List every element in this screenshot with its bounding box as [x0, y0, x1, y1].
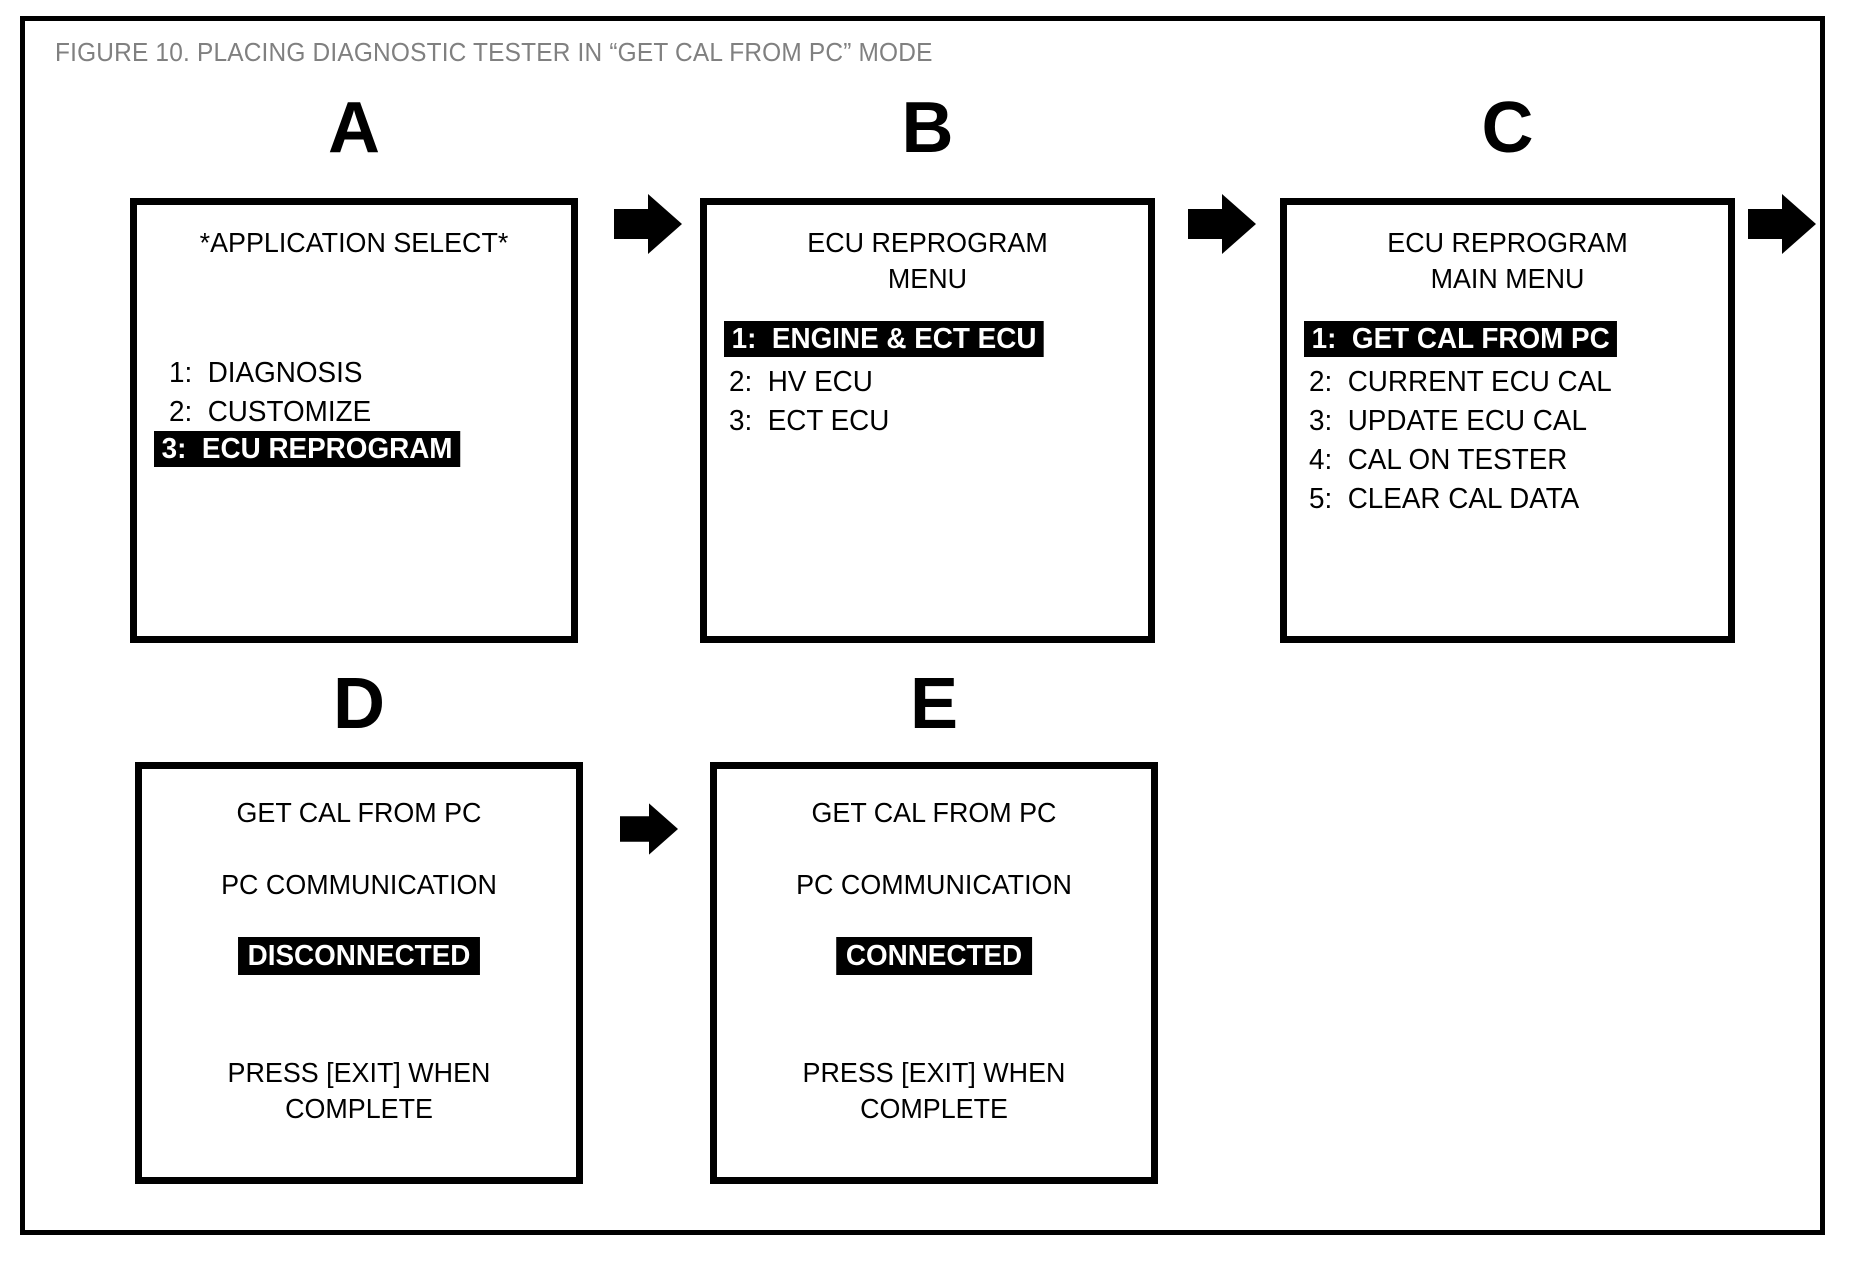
panel-a-header-line-1: *APPLICATION SELECT* — [199, 227, 509, 258]
panel-a-item-1[interactable]: 1: DIAGNOSIS — [169, 357, 362, 390]
panel-c-item-1-number: 1: — [1311, 322, 1337, 355]
panel-c-item-2[interactable]: 2: CURRENT ECU CAL — [1309, 366, 1612, 399]
panel-c-item-5-label: CLEAR CAL DATA — [1347, 483, 1580, 515]
panel-e-header-line-1: GET CAL FROM PC — [811, 797, 1057, 828]
panel-d-header-line-1: GET CAL FROM PC — [236, 797, 482, 828]
panel-b-item-1-number: 1: — [731, 322, 757, 355]
panel-a-item-1-number: 1: — [169, 357, 193, 389]
panel-letter-a: A — [328, 88, 380, 168]
panel-b-item-3-label: ECT ECU — [767, 405, 890, 437]
panel-letter-d: D — [333, 664, 385, 744]
panel-c-header-line-2: MAIN MENU — [1430, 263, 1585, 294]
panel-c-header-line-1: ECU REPROGRAM — [1387, 227, 1628, 258]
screen-panel-c: ECU REPROGRAM MAIN MENU 1: GET CAL FROM … — [1280, 198, 1735, 643]
arrow-b-to-c — [1188, 190, 1256, 258]
panel-c-item-3-number: 3: — [1309, 405, 1333, 437]
panel-c-item-5[interactable]: 5: CLEAR CAL DATA — [1309, 483, 1579, 516]
panel-d-status-label: PC COMMUNICATION — [221, 869, 497, 900]
panel-d-footer-line-2: COMPLETE — [285, 1093, 433, 1124]
panel-e-footer-line-2: COMPLETE — [860, 1093, 1008, 1124]
panel-a-item-2-number: 2: — [169, 396, 193, 428]
panel-e-status-value: CONNECTED — [845, 939, 1023, 972]
panel-c-item-1-label: GET CAL FROM PC — [1351, 322, 1610, 355]
panel-c-item-2-label: CURRENT ECU CAL — [1347, 366, 1612, 398]
panel-e-footer-line-1: PRESS [EXIT] WHEN — [802, 1057, 1066, 1088]
panel-a-item-3-label: ECU REPROGRAM — [201, 432, 453, 465]
panel-c-item-3-label: UPDATE ECU CAL — [1347, 405, 1587, 437]
panel-a-item-2-label: CUSTOMIZE — [207, 396, 372, 428]
panel-b-item-3-number: 3: — [729, 405, 753, 437]
panel-d-status-badge: DISCONNECTED — [238, 937, 480, 975]
panel-a-item-1-label: DIAGNOSIS — [207, 357, 363, 389]
screen-panel-e: GET CAL FROM PC PC COMMUNICATION CONNECT… — [710, 762, 1158, 1184]
panel-b-item-3[interactable]: 3: ECT ECU — [729, 405, 889, 438]
panel-a-item-2[interactable]: 2: CUSTOMIZE — [169, 396, 371, 429]
panel-c-item-4-number: 4: — [1309, 444, 1333, 476]
panel-b-item-1-label: ENGINE & ECT ECU — [771, 322, 1037, 355]
panel-e-status-label: PC COMMUNICATION — [796, 869, 1072, 900]
panel-e-status-badge: CONNECTED — [836, 937, 1032, 975]
panel-a-item-3-selected[interactable]: 3: ECU REPROGRAM — [154, 431, 461, 467]
panel-letter-b: B — [901, 88, 954, 168]
panel-b-item-2-number: 2: — [729, 366, 753, 398]
panel-b-item-1-selected[interactable]: 1: ENGINE & ECT ECU — [724, 321, 1045, 357]
arrow-a-to-b — [614, 190, 682, 258]
screen-panel-a: *APPLICATION SELECT* 1: DIAGNOSIS 2: CUS… — [130, 198, 578, 643]
panel-letter-e: E — [909, 664, 959, 744]
screen-panel-b: ECU REPROGRAM MENU 1: ENGINE & ECT ECU 2… — [700, 198, 1155, 643]
panel-letter-c: C — [1481, 88, 1534, 168]
panel-d-status-value: DISCONNECTED — [247, 939, 471, 972]
panel-c-item-2-number: 2: — [1309, 366, 1333, 398]
screen-panel-d: GET CAL FROM PC PC COMMUNICATION DISCONN… — [135, 762, 583, 1184]
panel-c-item-5-number: 5: — [1309, 483, 1333, 515]
panel-b-header-line-2: MENU — [887, 263, 968, 294]
panel-c-item-1-selected[interactable]: 1: GET CAL FROM PC — [1304, 321, 1618, 357]
panel-b-item-2[interactable]: 2: HV ECU — [729, 366, 873, 399]
panel-c-item-4[interactable]: 4: CAL ON TESTER — [1309, 444, 1567, 477]
figure-title: FIGURE 10. PLACING DIAGNOSTIC TESTER IN … — [55, 37, 933, 67]
arrow-d-to-e — [620, 800, 678, 858]
panel-a-item-3-number: 3: — [161, 432, 187, 465]
panel-c-item-4-label: CAL ON TESTER — [1347, 444, 1568, 476]
arrow-c-to-next — [1748, 190, 1816, 258]
panel-b-header-line-1: ECU REPROGRAM — [807, 227, 1048, 258]
panel-b-item-2-label: HV ECU — [767, 366, 873, 398]
panel-d-footer-line-1: PRESS [EXIT] WHEN — [227, 1057, 491, 1088]
panel-c-item-3[interactable]: 3: UPDATE ECU CAL — [1309, 405, 1587, 438]
